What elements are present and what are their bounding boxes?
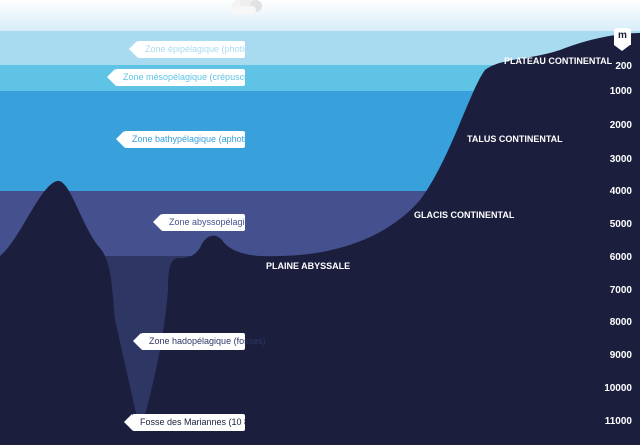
depth-tick: 11000	[604, 416, 632, 427]
mariana-trench-label: Fosse des Mariannes (10 898 m)	[124, 414, 272, 431]
zone-label-bathypelagic: Zone bathypélagique (aphotique)	[116, 131, 264, 148]
feature-plaine: PLAINE ABYSSALE	[266, 261, 351, 271]
zone-label-epipelagic: Zone épipélagique (photique)	[129, 41, 262, 58]
feature-glacis: GLACIS CONTINENTAL	[414, 210, 515, 220]
depth-tick: 7000	[609, 285, 632, 296]
depth-tick: 9000	[609, 350, 632, 361]
feature-plateau: PLATEAU CONTINENTAL	[504, 56, 613, 66]
seafloor-profile	[0, 33, 640, 445]
depth-tick: 2000	[609, 120, 632, 131]
depth-tick: 4000	[609, 186, 632, 197]
depth-tick: 5000	[609, 219, 632, 230]
depth-tick: 8000	[609, 317, 632, 328]
depth-tick: 6000	[609, 252, 632, 263]
zone-label-abyssopelagic: Zone abyssopélagique	[153, 214, 260, 231]
depth-tick: 10000	[604, 383, 632, 394]
feature-talus: TALUS CONTINENTAL	[467, 134, 563, 144]
depth-tick: 1000	[609, 86, 632, 97]
zone-label-hadopelagic: Zone hadopélagique (fosses)	[133, 333, 266, 350]
depth-tick: 200	[615, 61, 632, 72]
depth-tick: 3000	[609, 154, 632, 165]
sky	[0, 0, 640, 31]
zone-label-mesopelagic: Zone mésopélagique (crépusculaire)	[107, 69, 269, 86]
cloud-icon	[230, 0, 262, 14]
depth-unit-marker: m	[614, 28, 631, 51]
